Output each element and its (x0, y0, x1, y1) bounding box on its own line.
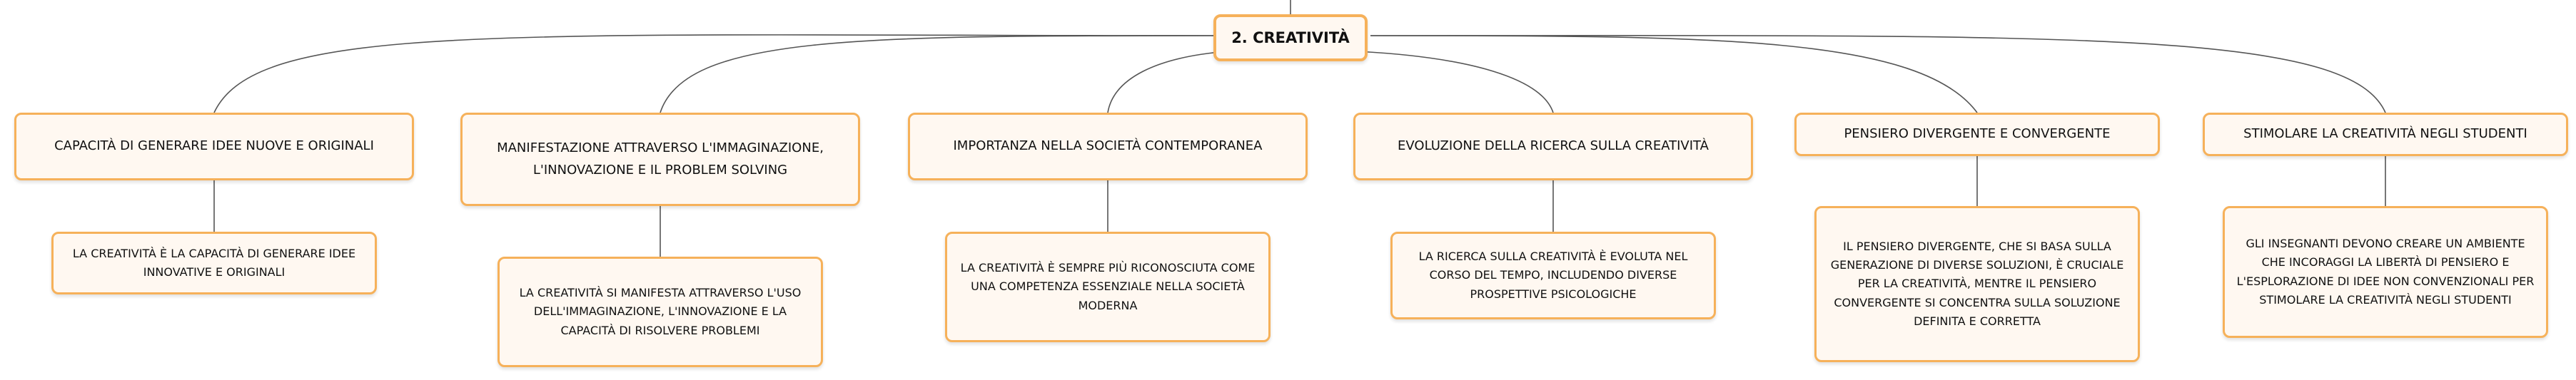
detail-text-6: GLI INSEGNANTI DEVONO CREARE UN AMBIENTE… (2236, 236, 2535, 307)
root-title: 2. CREATIVITÀ (1231, 29, 1350, 46)
branch-node-2[interactable]: MANIFESTAZIONE ATTRAVERSO L'IMMAGINAZION… (460, 113, 860, 206)
branch-node-5[interactable]: PENSIERO DIVERGENTE E CONVERGENTE (1794, 113, 2160, 156)
detail-node-5[interactable]: IL PENSIERO DIVERGENTE, CHE SI BASA SULL… (1814, 206, 2140, 362)
detail-node-1[interactable]: LA CREATIVITÀ È LA CAPACITÀ DI GENERARE … (51, 232, 377, 294)
branch-title-2: MANIFESTAZIONE ATTRAVERSO L'IMMAGINAZION… (497, 140, 824, 178)
connector-root-branch-3 (1107, 51, 1228, 113)
branch-node-6[interactable]: STIMOLARE LA CREATIVITÀ NEGLI STUDENTI (2203, 113, 2568, 156)
branch-node-4[interactable]: EVOLUZIONE DELLA RICERCA SULLA CREATIVIT… (1353, 113, 1753, 180)
connector-root-branch-4 (1355, 51, 1554, 113)
detail-node-2[interactable]: LA CREATIVITÀ SI MANIFESTA ATTRAVERSO L'… (497, 257, 823, 367)
connector-root-branch-2 (660, 35, 1214, 113)
detail-node-3[interactable]: LA CREATIVITÀ È SEMPRE PIÙ RICONOSCIUTA … (945, 232, 1271, 342)
connector-root-branch-6 (1370, 34, 2386, 113)
detail-node-6[interactable]: GLI INSEGNANTI DEVONO CREARE UN AMBIENTE… (2223, 206, 2548, 338)
detail-node-4[interactable]: LA RICERCA SULLA CREATIVITÀ È EVOLUTA NE… (1390, 232, 1716, 319)
branch-title-1: CAPACITÀ DI GENERARE IDEE NUOVE E ORIGIN… (54, 138, 374, 154)
branch-node-1[interactable]: CAPACITÀ DI GENERARE IDEE NUOVE E ORIGIN… (14, 113, 414, 180)
connector-root-branch-1 (213, 34, 1214, 113)
detail-text-2: LA CREATIVITÀ SI MANIFESTA ATTRAVERSO L'… (519, 285, 802, 337)
detail-text-5: IL PENSIERO DIVERGENTE, CHE SI BASA SULL… (1830, 239, 2124, 329)
branch-title-6: STIMOLARE LA CREATIVITÀ NEGLI STUDENTI (2243, 126, 2527, 142)
branch-title-5: PENSIERO DIVERGENTE E CONVERGENTE (1844, 126, 2111, 142)
branch-node-3[interactable]: IMPORTANZA NELLA SOCIETÀ CONTEMPORANEA (908, 113, 1308, 180)
connector-root-branch-5 (1370, 35, 1978, 113)
root-node[interactable]: 2. CREATIVITÀ (1213, 14, 1368, 61)
detail-text-4: LA RICERCA SULLA CREATIVITÀ È EVOLUTA NE… (1418, 249, 1688, 301)
branch-title-3: IMPORTANZA NELLA SOCIETÀ CONTEMPORANEA (953, 138, 1263, 154)
detail-text-3: LA CREATIVITÀ È SEMPRE PIÙ RICONOSCIUTA … (960, 260, 1256, 312)
detail-text-1: LA CREATIVITÀ È LA CAPACITÀ DI GENERARE … (72, 246, 356, 279)
branch-title-4: EVOLUZIONE DELLA RICERCA SULLA CREATIVIT… (1398, 138, 1709, 154)
